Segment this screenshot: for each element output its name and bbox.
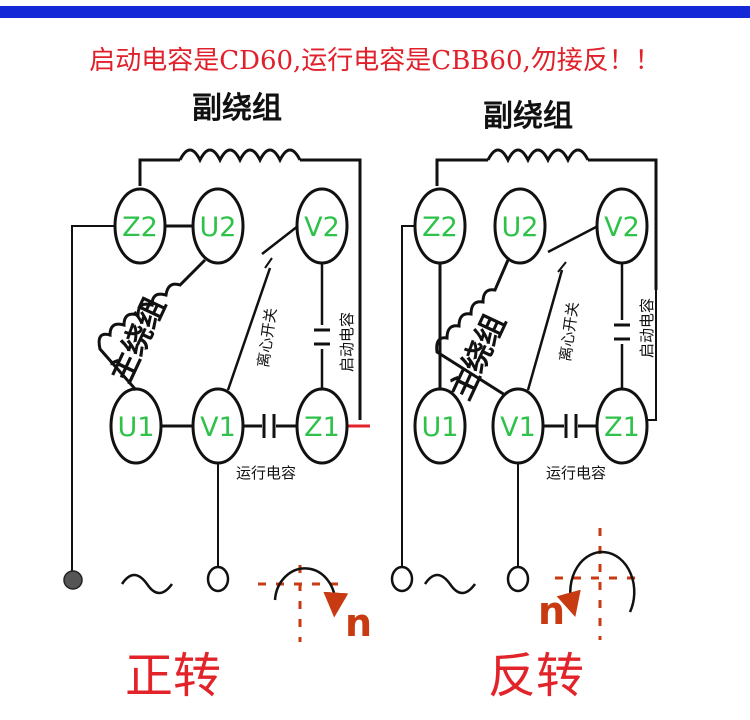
ac-source-icon: [423, 573, 477, 595]
start-capacitor-label: 启动电容: [638, 298, 656, 358]
terminal-u2: U2: [493, 187, 547, 265]
svg-text:Z2: Z2: [122, 212, 158, 243]
direction-label: 正转: [125, 648, 221, 704]
terminal-u1: U1: [413, 387, 467, 465]
svg-text:U1: U1: [118, 412, 155, 443]
terminal-u1: U1: [109, 387, 163, 465]
centrifugal-switch-label: 离心开关: [556, 301, 582, 363]
top-bar: [0, 6, 750, 18]
run-capacitor-label: 运行电容: [236, 464, 296, 482]
main-winding-coil: [435, 259, 510, 397]
power-terminal-l: [390, 565, 414, 593]
aux-winding-coil: [486, 148, 590, 164]
clockwise-rotation-icon: n: [258, 565, 372, 645]
aux-winding-label: 副绕组: [192, 91, 282, 126]
diagram-reverse: 副绕组 Z2 U2 V2 U1 V1 Z1: [390, 99, 658, 704]
main-winding-coil: [97, 258, 207, 391]
terminal-v1: V1: [491, 387, 545, 465]
rotation-letter: n: [538, 589, 565, 633]
ac-source-icon: [120, 573, 174, 595]
aux-winding-label: 副绕组: [483, 99, 573, 134]
terminal-z1: Z1: [595, 387, 649, 465]
power-terminal-n: [206, 565, 230, 593]
rotation-letter: n: [345, 601, 372, 645]
svg-text:U2: U2: [200, 212, 237, 243]
svg-text:V2: V2: [604, 212, 640, 243]
counterclockwise-rotation-icon: n: [538, 528, 645, 640]
svg-text:Z1: Z1: [604, 412, 640, 443]
centrifugal-switch-label: 离心开关: [254, 307, 280, 369]
svg-text:V2: V2: [304, 212, 340, 243]
terminal-z2: Z2: [413, 187, 467, 265]
svg-text:Z2: Z2: [422, 212, 458, 243]
direction-label: 反转: [488, 648, 584, 704]
start-capacitor-label: 启动电容: [338, 312, 356, 372]
main-winding-label: 主绕组: [104, 292, 174, 388]
terminal-z2: Z2: [113, 187, 167, 265]
terminal-v1: V1: [191, 387, 245, 465]
terminal-u2: U2: [191, 187, 245, 265]
svg-text:U1: U1: [422, 412, 459, 443]
power-terminal-n: [506, 565, 530, 593]
aux-winding-coil: [178, 148, 302, 164]
run-capacitor-label: 运行电容: [546, 464, 606, 482]
diagram-forward: 副绕组 Z2 U2 V2 U1 V1 Z1: [63, 91, 372, 704]
svg-text:V1: V1: [500, 412, 536, 443]
terminal-z1: Z1: [295, 387, 349, 465]
terminal-v2: V2: [595, 187, 649, 265]
power-terminal-l: [63, 570, 83, 590]
svg-text:U2: U2: [502, 212, 539, 243]
svg-text:Z1: Z1: [304, 412, 340, 443]
terminal-v2: V2: [295, 187, 349, 265]
svg-text:V1: V1: [200, 412, 236, 443]
warning-title: 启动电容是CD60,运行电容是CBB60,勿接反！！: [89, 46, 661, 76]
main-winding-label: 主绕组: [444, 309, 514, 405]
